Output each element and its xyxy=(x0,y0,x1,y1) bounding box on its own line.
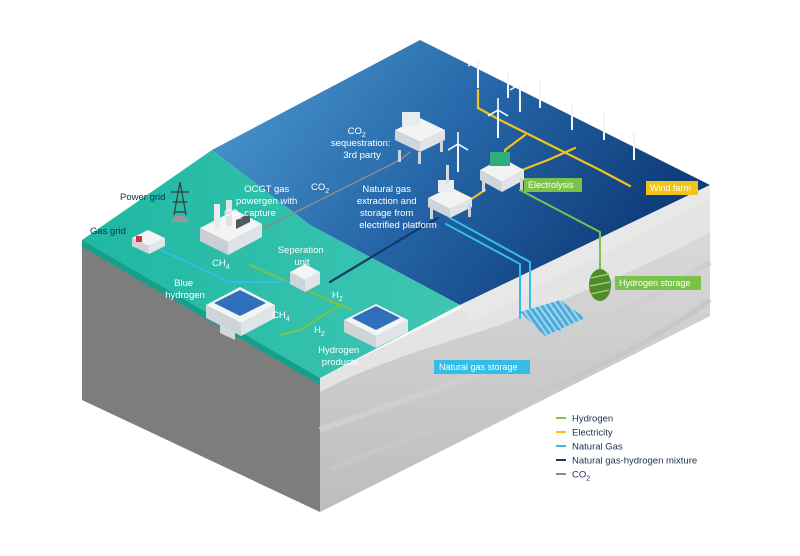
legend-label: Natural Gas xyxy=(572,442,623,453)
mixture-line xyxy=(328,216,440,284)
wind-turbine xyxy=(467,48,489,88)
separation-unit-label: Seperation unit xyxy=(278,245,327,268)
hydrogen-line-products xyxy=(329,299,353,311)
svg-text:Natural gas storage: Natural gas storage xyxy=(439,362,518,372)
electricity-line-wind-1 xyxy=(476,88,632,188)
legend-label: Natural gas-hydrogen mixture xyxy=(572,456,697,467)
natural-gas-line-grid xyxy=(149,244,301,283)
svg-text:Hydrogen storage: Hydrogen storage xyxy=(619,278,691,288)
h2-bottom-label: H2 xyxy=(314,325,325,338)
legend-label: CO2 xyxy=(572,470,590,483)
legend-label: Electricity xyxy=(572,428,613,439)
wind-turbine xyxy=(497,58,519,98)
hydrogen-line-to-storage xyxy=(519,189,601,276)
wind-turbine xyxy=(487,98,509,138)
wind-turbine xyxy=(623,120,645,160)
power-grid-label: Power grid xyxy=(120,192,165,203)
legend-item: CO2 xyxy=(556,470,590,483)
legend-item: Electricity xyxy=(556,428,613,439)
electrolysis-tag: Electrolysis xyxy=(524,178,582,192)
svg-text:Electrolysis: Electrolysis xyxy=(528,180,574,190)
ch4-top-label: CH4 xyxy=(212,258,230,271)
natural-gas-platform-label: Natural gas extraction and storage from … xyxy=(357,184,437,231)
co2-flow-label: CO2 xyxy=(311,182,329,195)
hydrogen-products-plant xyxy=(344,304,408,348)
wind-turbine xyxy=(593,100,615,140)
legend-item: Hydrogen xyxy=(556,414,613,425)
electrolysis-platform xyxy=(480,152,524,192)
wind-turbine xyxy=(447,132,469,172)
wind-turbine xyxy=(561,90,583,130)
hydrogen-storage-tag: Hydrogen storage xyxy=(615,276,701,290)
co2-sequestration-platform xyxy=(395,112,445,164)
legend-label: Hydrogen xyxy=(572,414,613,425)
wind-turbines xyxy=(447,48,645,172)
power-grid-pylon xyxy=(170,181,190,222)
blue-hydrogen-plant xyxy=(206,287,275,340)
natural-gas-storage-tag: Natural gas storage xyxy=(434,360,530,374)
gas-grid-label: Gas grid xyxy=(90,226,126,237)
rock-strata-line-2 xyxy=(328,297,712,473)
block-left-face xyxy=(82,240,320,512)
wind-farm-tag: Wind farm xyxy=(646,181,698,195)
natural-gas-reservoir xyxy=(520,300,585,336)
ocgt-powerplant xyxy=(200,200,262,255)
natural-gas-platform xyxy=(428,165,472,219)
labels: CO2 sequestration: 3rd party OCGT gas po… xyxy=(90,126,437,368)
h2-top-label: H2 xyxy=(332,290,343,303)
wind-turbine xyxy=(529,68,551,108)
ch4-bottom-label: CH4 xyxy=(272,310,290,323)
hydrogen-storage-stripes xyxy=(589,273,611,295)
gas-grid-station xyxy=(132,230,165,254)
legend-item: Natural gas-hydrogen mixture xyxy=(556,456,697,467)
blue-hydrogen-label: Blue hydrogen xyxy=(165,278,205,301)
co2-sequestration-label: CO2 sequestration: 3rd party xyxy=(331,126,393,161)
legend-item: Natural Gas xyxy=(556,442,623,453)
hydrogen-products-label: Hydrogen products xyxy=(318,345,362,368)
land-edge xyxy=(82,240,320,385)
svg-text:Wind farm: Wind farm xyxy=(650,183,691,193)
natural-gas-line-storage-2 xyxy=(445,223,521,319)
rock-strata-line-1 xyxy=(318,259,712,433)
sea-surface xyxy=(212,40,710,305)
coast-cliff-front xyxy=(460,185,710,322)
electricity-line-wind-3 xyxy=(520,146,577,172)
separation-unit xyxy=(290,264,320,292)
wind-turbine xyxy=(509,72,531,112)
